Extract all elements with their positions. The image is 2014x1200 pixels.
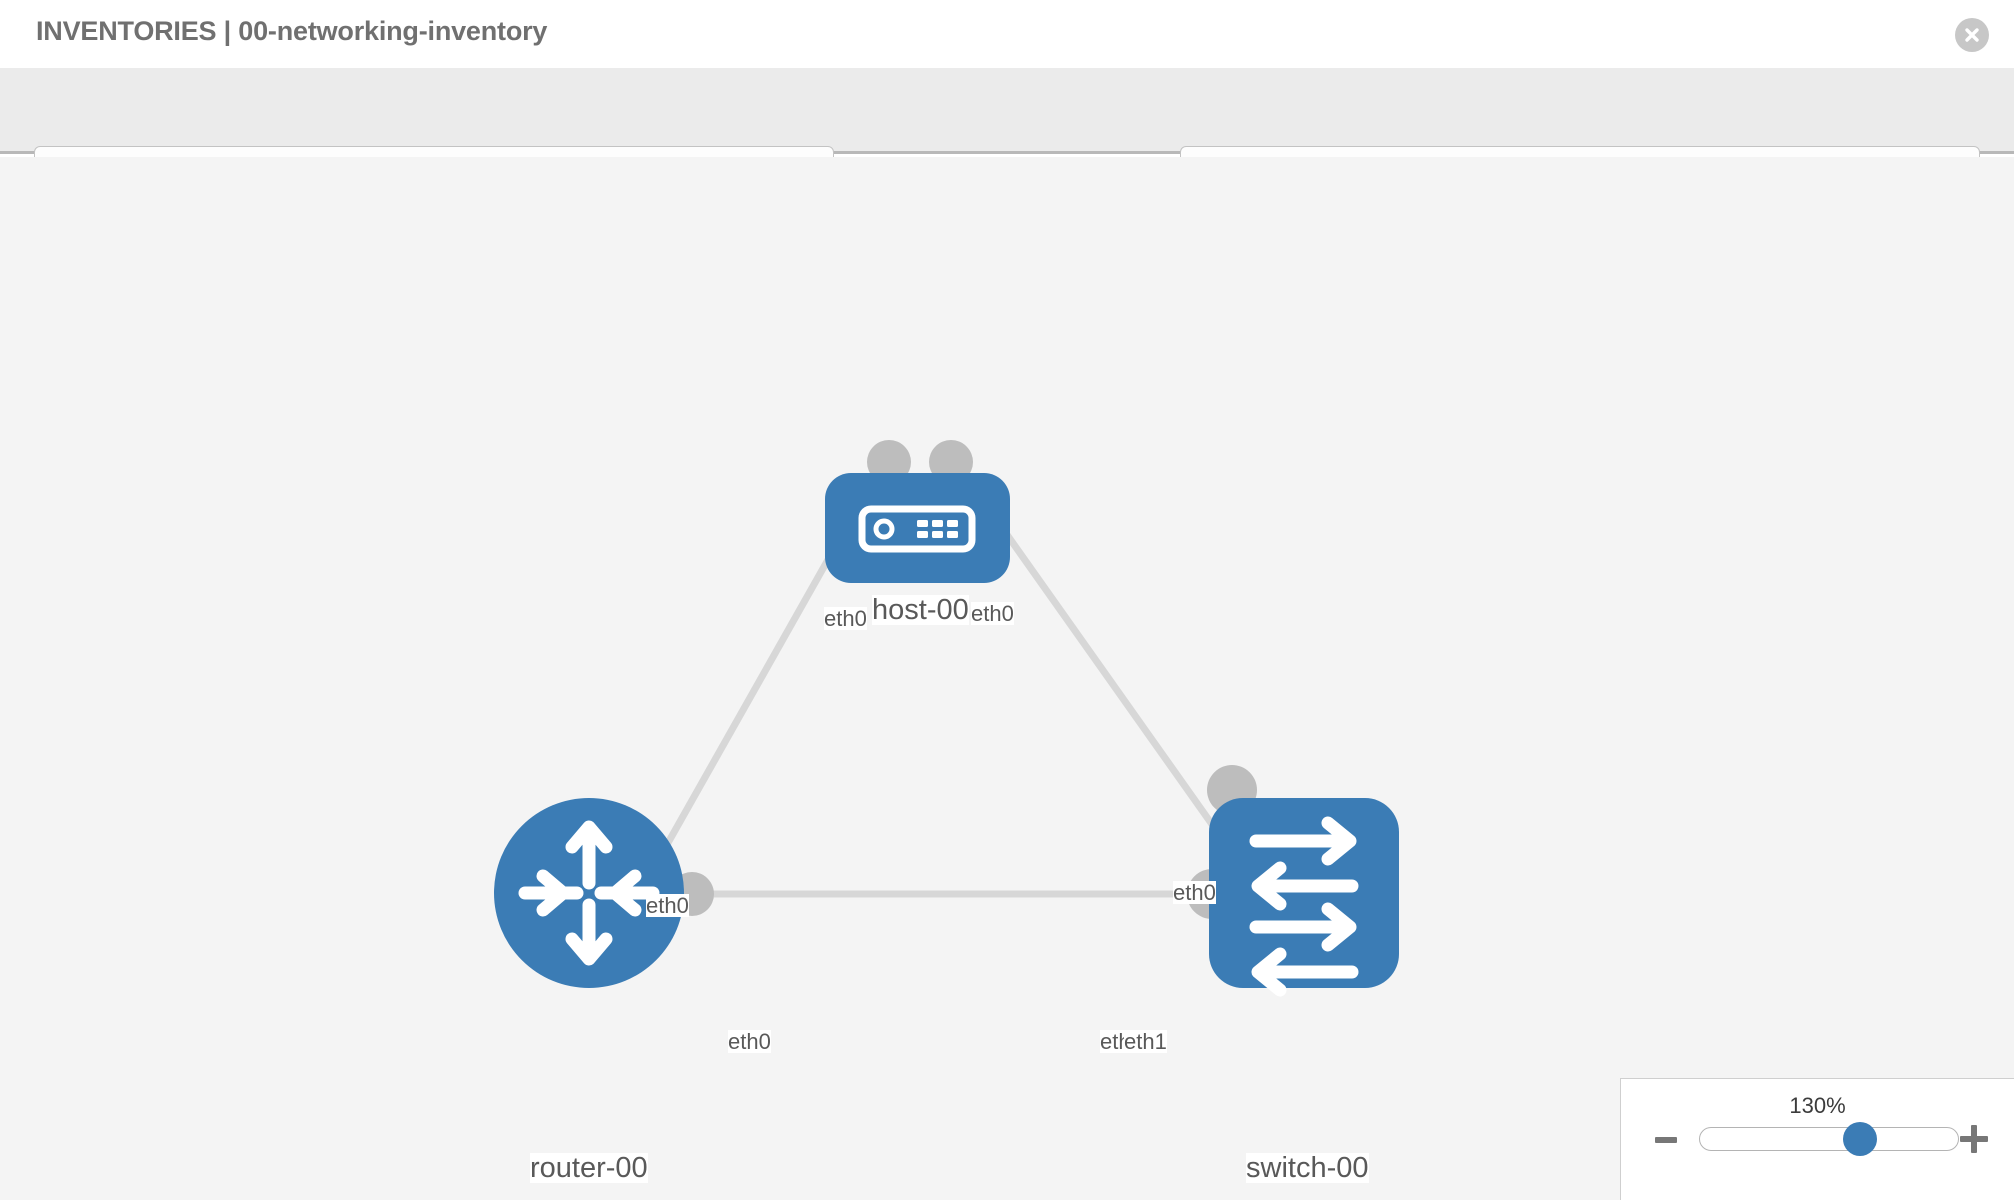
router-trunk-interface-label: eth0 [728,1029,771,1054]
node-router-00 [494,798,684,988]
page-title: INVENTORIES | 00-networking-inventory [36,16,548,46]
node-switch-00 [1209,798,1399,997]
zoom-in-button[interactable] [1960,1125,1988,1153]
server-appliance-icon [858,505,976,553]
node-label-router-00[interactable]: router-00 [530,1152,648,1184]
node-label-host-00[interactable]: host-00 [872,594,969,626]
toolbar: ACTIONS SEARCH [0,68,2014,200]
topology-canvas[interactable]: host-00 router-00 switch-00 eth0 eth0 et… [0,157,2014,1200]
switch-uplink-interface-label: eth0 [1173,880,1216,905]
zoom-level-value: 130% [1789,1093,1846,1118]
close-icon[interactable] [1955,18,1989,52]
zoom-control-panel: 130% [1620,1078,2014,1200]
router-uplink-interface-label: eth0 [646,893,689,918]
switch-trunk-interface-label: eth1 [1124,1029,1167,1054]
page-header: INVENTORIES | 00-networking-inventory [0,0,2014,68]
zoom-out-button[interactable] [1655,1137,1677,1143]
zoom-slider-thumb[interactable] [1842,1122,1877,1156]
node-label-switch-00[interactable]: switch-00 [1246,1152,1369,1184]
router-arrows-icon [518,820,660,966]
node-host-00 [825,473,1010,583]
host-to-switch-interface-label: eth0 [971,601,1014,626]
host-to-router-interface-label: eth0 [824,606,867,631]
zoom-slider[interactable] [1699,1122,1959,1156]
switch-arrows-icon [1249,816,1359,997]
